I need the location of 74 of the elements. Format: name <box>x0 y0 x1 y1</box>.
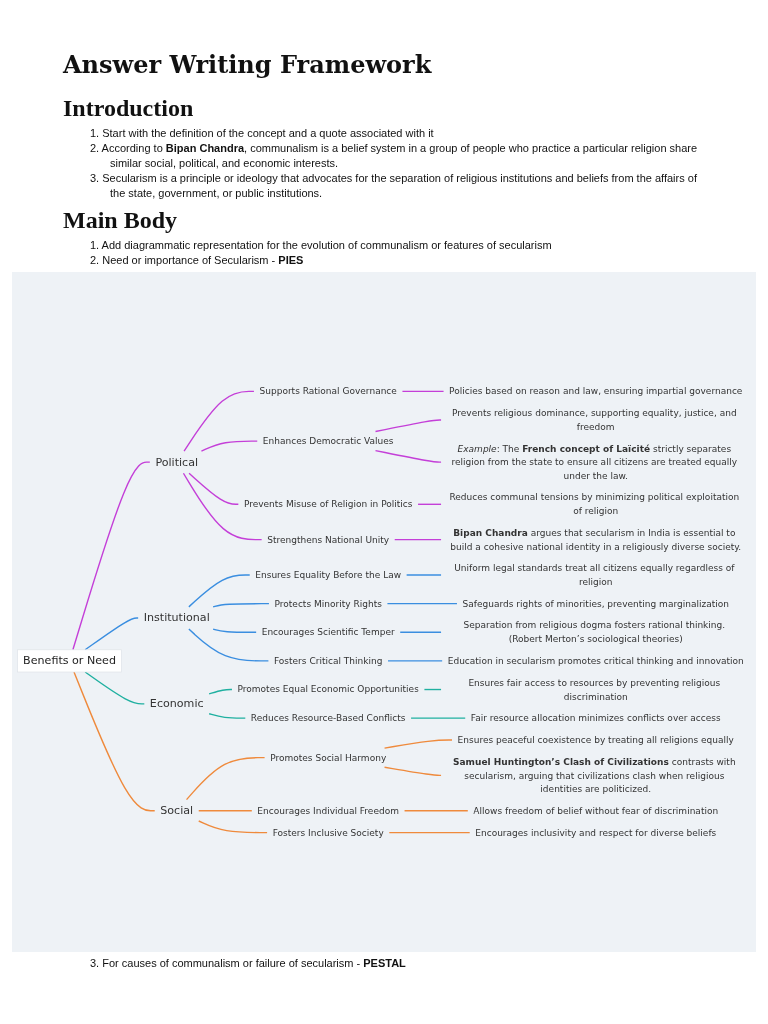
connector <box>383 739 453 749</box>
connector <box>182 472 263 541</box>
node-text: Supports Rational Governance <box>259 386 397 397</box>
connector <box>212 628 257 633</box>
node-text: Encourages Individual Freedom <box>257 805 399 816</box>
node-text: Encourages Scientific Temper <box>261 626 395 638</box>
list-item: 1. Start with the definition of the concept and a quote associated with it <box>89 126 435 141</box>
node-text: Separation from religious dogma fosters rational thinking. (Robert Merton’s sociological theories) <box>463 620 726 645</box>
node-text: Education in secularism promotes critical thinking and innovation <box>447 655 744 666</box>
connector <box>387 660 443 662</box>
connector <box>374 449 442 463</box>
node-text: Reduces communal tensions by minimizing political exploitation of religion <box>449 492 740 517</box>
connector <box>208 713 246 719</box>
connector <box>73 671 156 812</box>
node-text: Prevents religious dominance, supporting equality, justice, and freedom <box>452 407 737 432</box>
node-text: Ensures Equality Before the Law <box>255 569 402 581</box>
connector <box>208 688 233 695</box>
list-item: 1. Add diagrammatic representation for the evolution of communalism or features of secularism <box>89 238 553 253</box>
node-text: Ensures fair access to resources by preventing religious discrimination <box>468 677 721 702</box>
title: Answer Writing Framework <box>63 50 432 79</box>
connector <box>188 472 240 505</box>
node-text: Political <box>155 455 199 469</box>
list-item: 2. According to Bipan Chandra, communalism is a belief system in a group of people who practice a particular religion share similar social, political, and economic interests. <box>89 141 699 171</box>
connector <box>394 539 442 541</box>
section-heading: Main Body <box>63 207 178 234</box>
node-text: Policies based on reason and law, ensuring impartial governance <box>449 386 743 397</box>
node-text: Protects Minority Rights <box>274 598 382 609</box>
node-text: Example: The French concept of Laïcité strictly separates religion from the state to ensure all citizens are treated equally under the law. <box>451 443 738 481</box>
list-item: 2. Need or importance of Secularism - PIES <box>89 253 305 268</box>
node-text: Promotes Equal Economic Opportunities <box>237 684 419 695</box>
section-heading: Introduction <box>63 95 194 122</box>
connector <box>188 574 251 608</box>
node-text: Economic <box>149 696 204 711</box>
node-text: Reduces Resource-Based Conflicts <box>250 712 406 724</box>
node-text: Encourages inclusivity and respect for diverse beliefs <box>475 827 717 838</box>
connector <box>403 810 469 812</box>
connector <box>401 390 445 393</box>
connector <box>198 820 268 834</box>
connector <box>84 671 145 705</box>
node-text: Fair resource allocation minimizes conflicts over access <box>470 712 721 724</box>
node-text: Social <box>160 803 194 817</box>
connector <box>386 603 458 605</box>
node-box <box>17 649 122 673</box>
node-text: Institutional <box>143 611 210 625</box>
connector <box>84 617 139 651</box>
connector <box>72 461 151 651</box>
node-text: Allows freedom of belief without fear of discrimination <box>473 805 719 816</box>
node-text: Bipan Chandra argues that secularism in India is essential to build a cohesive national identity in a religiously diverse society. <box>450 527 742 552</box>
node-text: Promotes Social Harmony <box>270 752 387 763</box>
connector <box>374 419 442 433</box>
connector <box>188 628 270 662</box>
node-text: Samuel Huntington’s Clash of Civilizations contrasts with secularism, arguing that civilizations clash when religious identities are politicized. <box>453 756 736 794</box>
connector <box>417 503 442 505</box>
node-text: Uniform legal standards treat all citizens equally regardless of religion <box>454 562 735 587</box>
list-item: 3. Secularism is a principle or ideology that advocates for the separation of religious institutions and beliefs from the affairs of the state, government, or public institutions. <box>89 171 698 201</box>
list-item: 3. For causes of communalism or failure of secularism - PESTAL <box>89 956 407 971</box>
connector <box>388 831 471 834</box>
connector <box>198 810 253 812</box>
connector <box>383 766 442 777</box>
node-text: Fosters Critical Thinking <box>273 655 383 666</box>
node-text: Fosters Inclusive Society <box>272 827 384 838</box>
diagram-background: Benefits or Need Political Supports Rational Governance Policies based on reason and law, ensuring impartial governance Enhances Democratic Values Prevents religious dominance, supporting equality, justice, and freedom Example: The French concept of Laïcité strictly separates religion from the state to ensure all citizens are treated equally under the law. Prevents Misuse of Religion in Politics Reduces communal tensions by minimizing political exploitation of religion Strengthens National Unity Bipan Chandra argues that secularism in India is essential to build a cohesive national identity in a religiously diverse society. Institutional Ensures Equality Before the Law Uniform legal standards treat all citizens equally regardless of religion Protects Minority Rights Safeguards rights of minorities, preventing marginalization Encourages Scientific Temper Separation from religious dogma fosters rational thinking. (Robert Merton’s sociological theories) Fosters Critical Thinking Education in secularism promotes critical thinking and innovation Economic Promotes Equal Economic Opportunities Ensures fair access to resources by preventing religious discrimination Reduces Resource-Based Conflicts Fair resource allocation minimizes conflicts over access Social Promotes Social Harmony Ensures peaceful coexistence by treating all religions equally Samuel Huntington’s Clash of Civilizations contrasts with secularism, arguing that civilizations clash when religious identities are politicized. Encourages Individual Freedom Allows freedom of belief without fear of discrimination Fosters Inclusive Society Encourages inclusivity and respect for diverse beliefs <box>12 272 756 952</box>
node-text: Strengthens National Unity <box>267 534 390 545</box>
connector <box>183 390 255 452</box>
connector <box>399 631 442 633</box>
connector <box>405 574 442 576</box>
connector <box>212 603 270 608</box>
node-text: Enhances Democratic Values <box>262 435 394 447</box>
node-text: Prevents Misuse of Religion in Politics <box>243 498 413 510</box>
connector <box>200 440 258 452</box>
connector <box>185 757 266 801</box>
connector <box>410 717 466 719</box>
node-text: Ensures peaceful coexistence by treating all religions equally <box>457 734 734 746</box>
node-text: Safeguards rights of minorities, preventing marginalization <box>462 598 729 609</box>
